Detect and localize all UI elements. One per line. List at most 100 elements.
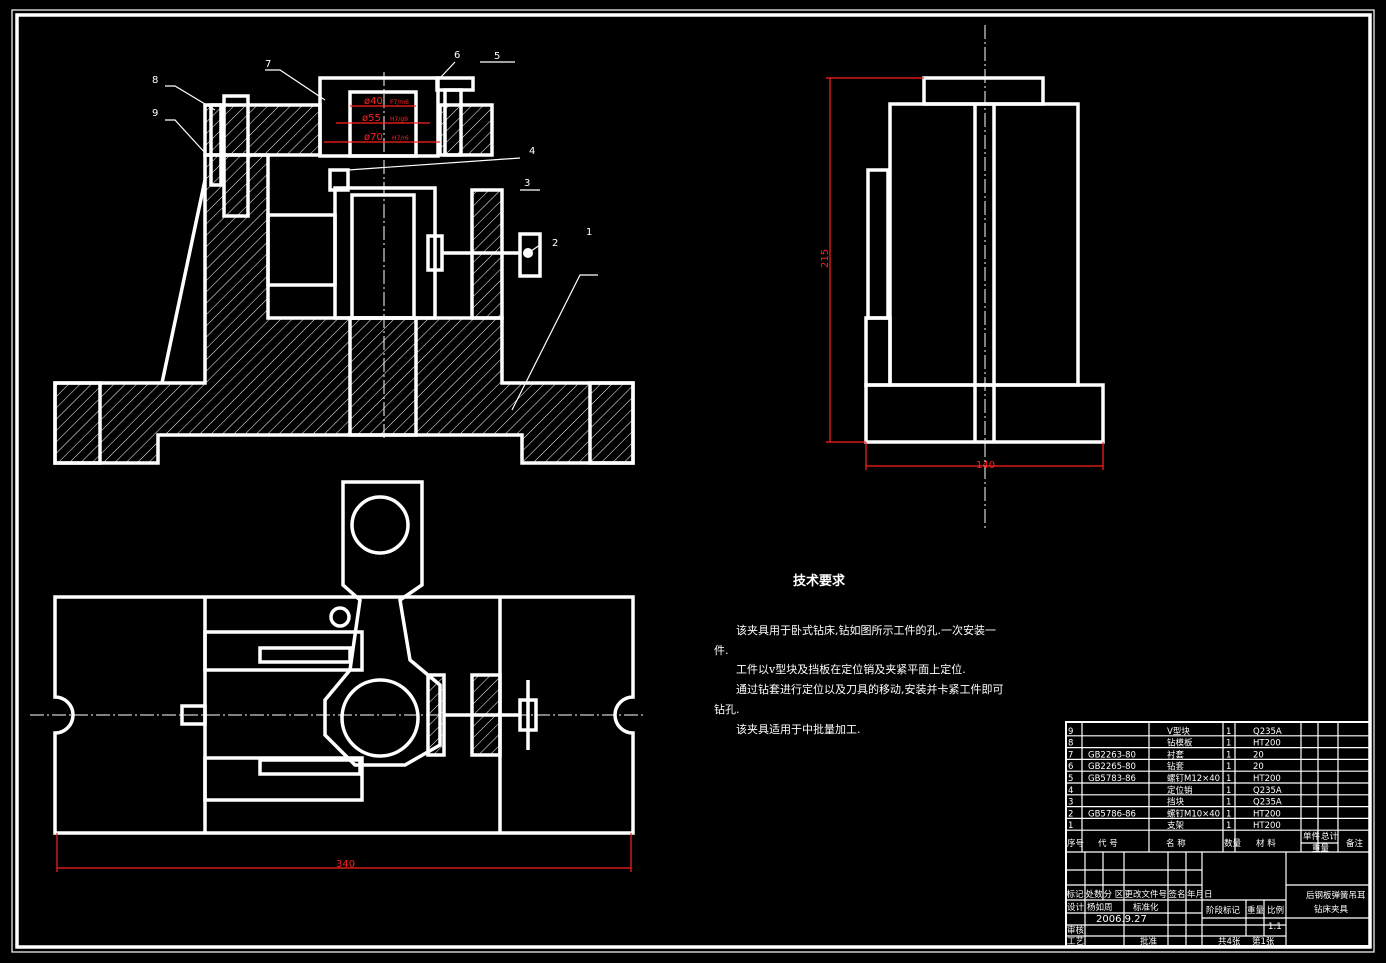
balloon-9: 9 — [152, 108, 158, 119]
note-line: 通过钻套进行定位以及刀具的移动,安装并卡紧工件即可 — [736, 682, 1004, 696]
balloon-4: 4 — [529, 146, 535, 157]
part-material: 20 — [1253, 762, 1264, 772]
label: 审核 — [1067, 925, 1085, 936]
part-material: Q235A — [1253, 727, 1282, 737]
drawing-subtitle: 钻床夹具 — [1314, 904, 1349, 915]
parts-header: 序号 — [1067, 838, 1084, 849]
label: 标准化 — [1133, 902, 1159, 913]
part-name: 螺钉M12×40 — [1167, 773, 1220, 784]
part-name: 钻模板 — [1167, 738, 1193, 749]
part-material: Q235A — [1253, 798, 1282, 808]
dim-bore-70: ø70 — [364, 132, 383, 143]
drawing-frame — [15, 13, 1372, 949]
part-code: GB2263-80 — [1088, 750, 1136, 760]
dim-length: 340 — [336, 859, 355, 870]
part-code: GB2265-80 — [1088, 762, 1136, 772]
part-name: 支架 — [1167, 820, 1185, 831]
note-line: 该夹具用于卧式钻床,钻如图所示工件的孔.一次安装一 — [736, 623, 996, 637]
part-name: 衬套 — [1167, 749, 1185, 760]
part-qty: 1 — [1226, 750, 1231, 760]
note-line: 钻孔. — [714, 702, 740, 716]
part-no: 3 — [1068, 798, 1073, 808]
parts-header: 总计 — [1321, 831, 1339, 842]
balloon-5: 5 — [494, 51, 500, 62]
label: 批准 — [1140, 936, 1158, 947]
parts-header: 名 称 — [1166, 838, 1186, 849]
dim-fit-55: H7/g9 — [390, 116, 408, 123]
part-material: HT200 — [1253, 774, 1281, 784]
parts-header: 重量 — [1312, 843, 1330, 854]
dim-height: 215 — [820, 249, 831, 268]
part-qty: 1 — [1226, 762, 1231, 772]
note-line: 工件以v型块及挡板在定位销及夹紧平面上定位. — [736, 662, 966, 676]
dim-fit-70: H7/r6 — [392, 135, 409, 142]
part-no: 9 — [1068, 727, 1073, 737]
rib — [160, 179, 207, 384]
technical-notes: 技术要求 该夹具用于卧式钻床,钻如图所示工件的孔.一次安装一 件. 工件以v型块… — [714, 573, 1004, 736]
part-no: 7 — [1068, 750, 1073, 760]
label: 共4张 — [1218, 937, 1241, 947]
label: 更改文件号 — [1125, 889, 1168, 900]
part-name: 螺钉M10×40 — [1167, 808, 1220, 819]
clamp-screw-2 — [518, 232, 542, 278]
part-qty: 1 — [1226, 798, 1231, 808]
screw-5-left — [222, 94, 250, 218]
part-no: 8 — [1068, 739, 1073, 749]
part-material: HT200 — [1253, 739, 1281, 749]
label: 比例 — [1267, 905, 1284, 916]
note-line: 件. — [714, 644, 729, 657]
part-name: 挡块 — [1167, 797, 1185, 808]
part-code: GB5783-86 — [1088, 774, 1136, 784]
part-name: 定位销 — [1167, 785, 1193, 796]
part-no: 4 — [1068, 786, 1073, 796]
dim-fit-40: F7/m6 — [390, 99, 409, 106]
parts-header: 单件 — [1303, 831, 1321, 842]
dim-bore-55: ø55 — [362, 113, 381, 124]
part-name: V型块 — [1167, 726, 1190, 737]
part-qty: 1 — [1226, 786, 1231, 796]
part-material: 20 — [1253, 750, 1264, 760]
label: 设计 — [1067, 902, 1085, 913]
parts-header: 材 料 — [1256, 838, 1276, 849]
part-name: 钻套 — [1167, 761, 1185, 772]
part-qty: 1 — [1226, 727, 1231, 737]
dim-bore-40: ø40 — [364, 96, 383, 107]
workpiece — [323, 480, 442, 767]
parts-header: 数量 — [1224, 838, 1242, 849]
part-no: 2 — [1068, 809, 1073, 819]
part-qty: 1 — [1226, 809, 1231, 819]
label: 重量 — [1247, 905, 1265, 916]
scale-value: 1:1 — [1268, 922, 1282, 932]
label: 工艺 — [1067, 937, 1084, 947]
drawing-date: 2006.9.27 — [1096, 914, 1147, 925]
part-material: Q235A — [1253, 786, 1282, 796]
notes-title: 技术要求 — [793, 573, 846, 589]
balloon-2: 2 — [552, 238, 558, 249]
workpiece-small-hole — [350, 495, 410, 555]
part-material: HT200 — [1253, 821, 1281, 831]
balloon-1: 1 — [586, 227, 592, 238]
workpiece-large-hole — [340, 678, 420, 758]
part-material: HT200 — [1253, 809, 1281, 819]
part-qty: 1 — [1226, 774, 1231, 784]
balloon-3: 3 — [524, 178, 530, 189]
top-view: 340 — [30, 480, 645, 872]
part-no: 1 — [1068, 821, 1073, 831]
parts-header: 备注 — [1346, 838, 1364, 849]
part-qty: 1 — [1226, 821, 1231, 831]
parts-header: 代 号 — [1098, 838, 1118, 849]
note-line: 该夹具适用于中批量加工. — [736, 722, 861, 736]
part-qty: 1 — [1226, 739, 1231, 749]
part-no: 5 — [1068, 774, 1073, 784]
label: 签名 — [1169, 889, 1186, 900]
part-no: 6 — [1068, 762, 1073, 772]
balloon-6: 6 — [454, 50, 460, 61]
front-view: 8 9 7 6 5 4 3 2 1 ø40 F7/m6 ø55 H7/g9 ø7… — [53, 50, 635, 465]
dim-width: 140 — [976, 460, 995, 471]
part-code: GB5786-86 — [1088, 809, 1136, 819]
label: 标记 — [1067, 889, 1085, 900]
outer-border — [11, 9, 1375, 953]
